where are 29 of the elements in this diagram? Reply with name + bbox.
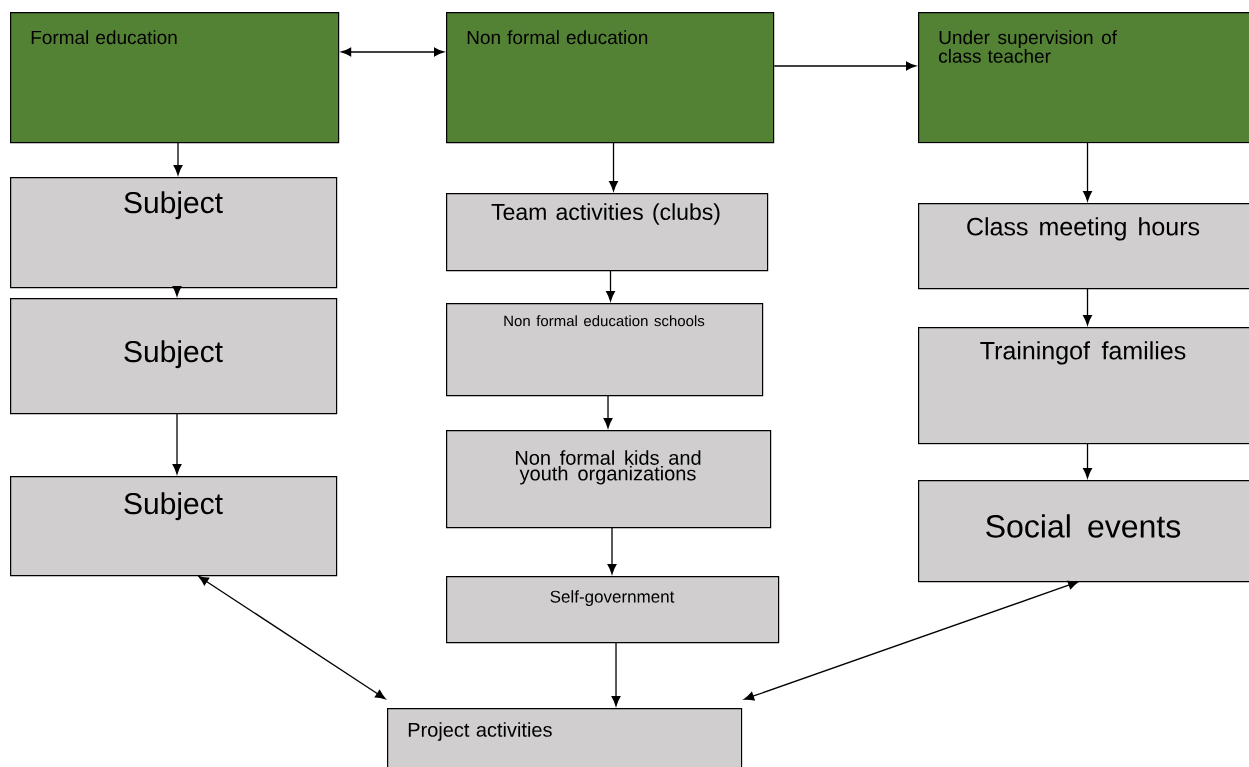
arrow bbox=[773, 61, 917, 71]
process-box: Subject bbox=[10, 476, 338, 577]
process-box: Class meeting hours bbox=[918, 203, 1249, 290]
process-box: Under supervision of class teacher bbox=[918, 12, 1249, 144]
process-box: Subject bbox=[10, 298, 338, 415]
process-box: Team activities (clubs) bbox=[446, 193, 769, 272]
process-box: Trainingof families bbox=[918, 327, 1249, 445]
arrow bbox=[606, 269, 615, 302]
arrow bbox=[743, 580, 1079, 701]
arrow bbox=[173, 141, 183, 176]
arrow bbox=[603, 394, 613, 429]
process-box: Formal education bbox=[10, 12, 340, 144]
arrow bbox=[341, 47, 445, 57]
arrow bbox=[1083, 141, 1092, 202]
process-box: Self-government bbox=[446, 576, 780, 644]
process-box: Non formal education bbox=[446, 12, 775, 144]
arrow bbox=[1083, 442, 1092, 479]
arrow bbox=[607, 526, 617, 575]
arrow bbox=[609, 141, 618, 192]
process-box: Subject bbox=[10, 177, 338, 289]
arrow bbox=[611, 641, 621, 707]
process-box: Non formal kids and youth organizations bbox=[446, 430, 772, 529]
process-box: Social events bbox=[918, 480, 1249, 583]
arrow bbox=[172, 412, 182, 475]
arrow bbox=[198, 575, 386, 700]
process-box: Project activities bbox=[387, 708, 743, 767]
arrow bbox=[172, 286, 182, 297]
arrow bbox=[1083, 287, 1092, 326]
process-box: Non formal education schools bbox=[446, 303, 764, 397]
